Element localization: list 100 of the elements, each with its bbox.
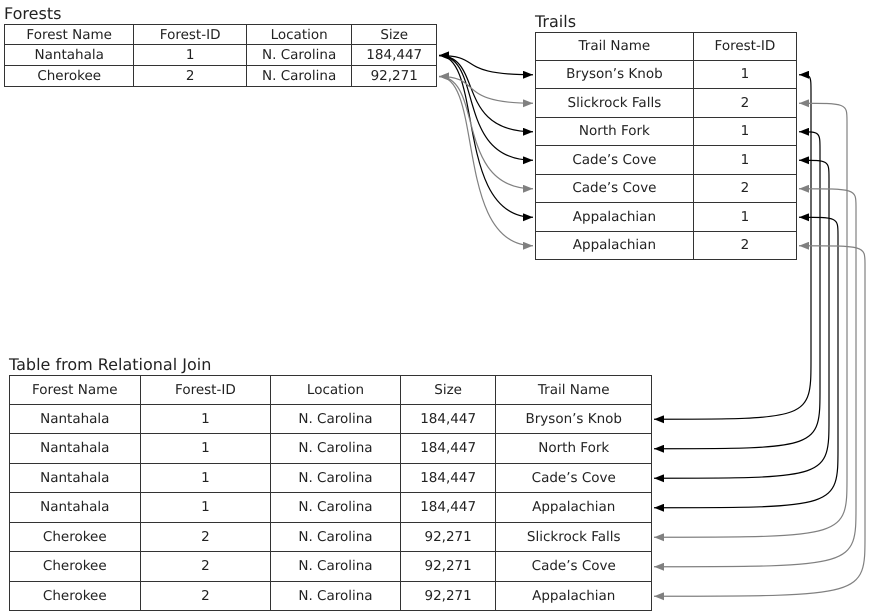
arrow — [654, 213, 839, 512]
trail-name: Bryson’s Knob — [525, 410, 622, 427]
size: 184,447 — [420, 440, 476, 456]
table-row — [535, 146, 797, 174]
forest-name: Nantahala — [40, 410, 110, 427]
column-header: Location — [306, 382, 364, 398]
arrow — [438, 76, 534, 248]
forest-id: 2 — [201, 588, 210, 604]
size: 184,447 — [420, 410, 476, 427]
forest-name: Cherokee — [42, 558, 107, 574]
table-row — [9, 493, 652, 522]
table-row — [4, 45, 437, 66]
table-row — [9, 552, 652, 582]
table-row — [535, 60, 797, 89]
location: N. Carolina — [298, 440, 373, 456]
trail-name: Appalachian — [572, 208, 656, 225]
forest-id: 1 — [740, 66, 750, 82]
forest-id: 1 — [201, 410, 210, 427]
arrow — [654, 128, 821, 453]
data-table — [9, 355, 652, 611]
column-header: Location — [270, 26, 328, 42]
trail-name: Cade’s Cove — [532, 558, 616, 574]
arrow — [654, 156, 830, 482]
table-row — [535, 118, 797, 146]
header-row — [9, 375, 652, 404]
forest-id: 2 — [201, 528, 210, 545]
header-row — [535, 32, 797, 60]
arrow — [438, 54, 534, 220]
trail-name: Cade’s Cove — [532, 470, 616, 486]
trail-name: Slickrock Falls — [526, 528, 621, 545]
column-header: Trail Name — [578, 38, 650, 54]
forest-name: Cherokee — [42, 528, 107, 545]
forest-id: 1 — [740, 123, 750, 140]
forest-name: Cherokee — [42, 588, 107, 604]
location: N. Carolina — [298, 410, 373, 427]
table-row — [9, 434, 652, 464]
location: N. Carolina — [298, 470, 373, 486]
table-title: Table from Relational Join — [9, 355, 212, 375]
table-row — [535, 174, 797, 203]
data-table — [535, 12, 797, 260]
table-row — [9, 582, 652, 611]
column-header: Forest-ID — [175, 382, 236, 398]
table-row — [9, 404, 652, 434]
location: N. Carolina — [298, 528, 373, 545]
header-row — [4, 24, 437, 45]
trail-name: North Fork — [538, 440, 610, 456]
trail-name: Appalachian — [532, 588, 616, 604]
forest-id: 2 — [740, 180, 750, 196]
column-header: Size — [380, 26, 408, 42]
arrow — [654, 99, 848, 542]
arrow — [654, 242, 866, 600]
size: 184,447 — [420, 470, 476, 486]
data-table — [4, 4, 437, 87]
arrow — [654, 184, 857, 571]
size: 92,271 — [424, 558, 472, 574]
trail-name: Appalachian — [572, 237, 656, 254]
forest-name: Nantahala — [34, 47, 104, 63]
size: 92,271 — [370, 68, 418, 84]
location: N. Carolina — [298, 588, 373, 604]
forest-id: 1 — [201, 470, 210, 486]
table-row — [9, 464, 652, 493]
forest-id: 2 — [740, 94, 750, 111]
table-title: Trails — [535, 12, 576, 32]
table-row — [4, 66, 437, 87]
forest-id: 1 — [740, 152, 750, 168]
forest-id: 1 — [740, 208, 750, 225]
forest-id: 1 — [201, 440, 210, 456]
forest-id: 1 — [201, 499, 210, 516]
trail-name: Cade’s Cove — [572, 180, 656, 196]
column-header: Forest Name — [32, 382, 118, 398]
arrow — [654, 70, 812, 424]
trail-name: North Fork — [578, 123, 650, 140]
forest-name: Nantahala — [40, 440, 110, 456]
size: 92,271 — [424, 588, 472, 604]
location: N. Carolina — [298, 558, 373, 574]
column-header: Forest-ID — [714, 38, 776, 54]
forest-name: Cherokee — [37, 68, 102, 84]
table-row — [535, 232, 797, 260]
column-header: Trail Name — [538, 382, 610, 398]
table-row — [535, 89, 797, 118]
column-header: Forest-ID — [160, 26, 220, 42]
forest-id: 1 — [186, 47, 194, 63]
forest-id: 2 — [740, 237, 750, 254]
forest-id: 2 — [201, 558, 210, 574]
forest-name: Nantahala — [40, 470, 110, 486]
table-title: Forests — [4, 4, 62, 24]
column-header: Size — [434, 382, 462, 398]
location: N. Carolina — [262, 68, 336, 84]
table-row — [9, 522, 652, 552]
forest-id: 2 — [186, 68, 194, 84]
trail-name: Slickrock Falls — [568, 94, 662, 111]
size: 92,271 — [424, 528, 472, 545]
trail-name: Appalachian — [532, 499, 616, 516]
trail-name: Cade’s Cove — [572, 152, 656, 168]
forest-name: Nantahala — [40, 499, 110, 516]
column-header: Forest Name — [26, 26, 112, 42]
size: 184,447 — [366, 47, 422, 63]
size: 184,447 — [420, 499, 476, 516]
trail-name: Bryson’s Knob — [566, 66, 663, 82]
location: N. Carolina — [262, 47, 336, 63]
